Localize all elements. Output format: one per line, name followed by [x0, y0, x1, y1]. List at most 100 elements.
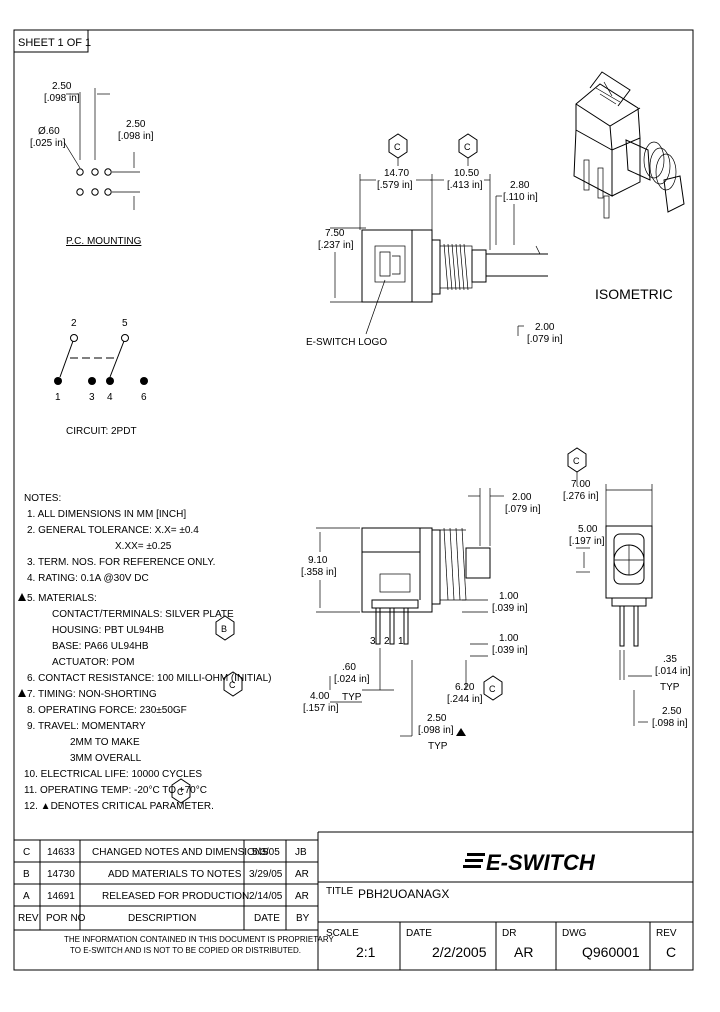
circuit-pin-label: 1	[55, 392, 61, 403]
rev-cell: B	[23, 869, 30, 880]
side-dim-d: 2.00	[535, 322, 555, 333]
side-dim-h: 7.50	[325, 228, 345, 239]
note-line: 11. OPERATING TEMP: -20°C TO +70°C	[24, 785, 207, 796]
proprietary-note: TO E-SWITCH AND IS NOT TO BE COPIED OR D…	[70, 946, 301, 955]
note-marker: B	[221, 624, 227, 634]
note-line: 10. ELECTRICAL LIFE: 10000 CYCLES	[24, 769, 202, 780]
note-line: 9. TRAVEL: MOMENTARY	[27, 721, 146, 732]
rev-header: BY	[296, 913, 310, 924]
side-dim-c-inch: [.110 in]	[503, 192, 538, 203]
front-dim-h-inch: [.358 in]	[301, 567, 337, 578]
note-line: BASE: PA66 UL94HB	[52, 641, 149, 652]
rev-header: REV	[18, 913, 39, 924]
front-dim-g-inch: [.098 in]	[418, 725, 454, 736]
note-line: 3MM OVERALL	[70, 753, 142, 764]
revision-table: C 14633 CHANGED NOTES AND DIMENSIONS 5/3…	[13, 839, 334, 955]
side-marker: C	[394, 142, 401, 152]
front-dim-h: 9.10	[308, 555, 328, 566]
date-value: 2/2/2005	[432, 944, 487, 960]
notes-heading: NOTES:	[24, 493, 61, 504]
note-line: 1. ALL DIMENSIONS IN MM [INCH]	[27, 509, 186, 520]
pc-hole	[104, 168, 112, 176]
pc-hole	[91, 188, 99, 196]
pc-dim-top-inch: [.098 in]	[44, 93, 80, 104]
note-line: 2MM TO MAKE	[70, 737, 140, 748]
rev-cell: 5/3/05	[252, 847, 280, 858]
dr-value: AR	[514, 944, 533, 960]
note-marker: C	[177, 787, 184, 797]
isometric-view: ISOMETRIC	[573, 71, 685, 302]
title-value: PBH2UOANAGX	[358, 887, 449, 901]
note-line: 7. TIMING: NON-SHORTING	[27, 689, 157, 700]
side-dim-a: 14.70	[384, 168, 409, 179]
rev-cell: A	[23, 891, 30, 902]
scale-label: SCALE	[326, 928, 359, 939]
end-dim-c: .35	[663, 654, 677, 665]
circuit-pin-label: 3	[89, 392, 95, 403]
note-marker: C	[229, 680, 236, 690]
circuit-caption: CIRCUIT: 2PDT	[66, 426, 137, 437]
pc-hole	[104, 188, 112, 196]
rev-cell: JB	[295, 847, 307, 858]
side-dim-h-inch: [.237 in]	[318, 240, 354, 251]
rev-header: POR NO	[46, 913, 86, 924]
side-dim-c: 2.80	[510, 180, 530, 191]
end-view: C 7.00 [.276 in] 5.00 [.197 in] .35 [.01…	[563, 447, 691, 729]
sheet-border	[13, 29, 694, 971]
front-dim-b: 1.00	[499, 591, 519, 602]
rev-cell: CHANGED NOTES AND DIMENSIONS	[92, 847, 269, 858]
pc-dim-right: 2.50	[126, 119, 146, 130]
pc-hole	[76, 188, 84, 196]
pc-mounting-caption: P.C. MOUNTING	[66, 236, 142, 247]
side-marker: C	[464, 142, 471, 152]
dr-label: DR	[502, 928, 516, 939]
pc-dim-hole-inch: [.025 in]	[30, 138, 66, 149]
note-line: 12. ▲DENOTES CRITICAL PARAMETER.	[24, 801, 214, 812]
pc-dim-hole: Ø.60	[38, 126, 60, 137]
side-logo-label: E-SWITCH LOGO	[306, 337, 387, 348]
note-line: 6. CONTACT RESISTANCE: 100 MILLI-OHM (IN…	[27, 673, 272, 684]
side-dim-d-inch: [.079 in]	[527, 334, 563, 345]
scale-value: 2:1	[356, 944, 376, 960]
front-dim-g-typ: TYP	[428, 741, 448, 752]
front-dim-g: 2.50	[427, 713, 447, 724]
pc-dim-top: 2.50	[52, 81, 72, 92]
note-line: HOUSING: PBT UL94HB	[52, 625, 164, 636]
circuit-pin-label: 6	[141, 392, 147, 403]
rev-cell: C	[23, 847, 30, 858]
end-dim-b-inch: [.197 in]	[569, 536, 605, 547]
front-dim-c: 1.00	[499, 633, 519, 644]
rev-label: REV	[656, 928, 677, 939]
front-dim-a-inch: [.079 in]	[505, 504, 541, 515]
title-label: TITLE	[326, 886, 354, 897]
side-dim-b: 10.50	[454, 168, 479, 179]
front-dim-e: 4.00	[310, 691, 330, 702]
front-dim-e-inch: [.157 in]	[303, 703, 339, 714]
rev-cell: 14691	[47, 891, 75, 902]
front-marker: C	[489, 684, 496, 694]
e-switch-logo: E-SWITCH	[463, 850, 596, 875]
pc-dim-right-inch: [.098 in]	[118, 131, 154, 142]
note-line: 2. GENERAL TOLERANCE: X.X= ±0.4	[27, 525, 199, 536]
rev-cell: AR	[295, 869, 309, 880]
end-dim-a-inch: [.276 in]	[563, 491, 599, 502]
title-block: E-SWITCH TITLE PBH2UOANAGX SCALE 2:1 DAT…	[317, 831, 693, 970]
logo-text: E-SWITCH	[486, 850, 596, 875]
note-line: X.XX= ±0.25	[115, 541, 172, 552]
circuit-pin-label: 5	[122, 318, 128, 329]
end-dim-a: 7.00	[571, 479, 591, 490]
rev-header: DATE	[254, 913, 280, 924]
proprietary-note: THE INFORMATION CONTAINED IN THIS DOCUME…	[64, 935, 334, 944]
note-line: 8. OPERATING FORCE: 230±50GF	[27, 705, 187, 716]
dwg-value: Q960001	[582, 944, 640, 960]
front-dim-d: .60	[342, 662, 356, 673]
rev-cell: 14730	[47, 869, 75, 880]
isometric-label: ISOMETRIC	[595, 286, 673, 302]
side-dim-b-inch: [.413 in]	[447, 180, 483, 191]
front-dim-b-inch: [.039 in]	[492, 603, 528, 614]
circuit-view: 2 5 1 3 4 6 CIRCUIT: 2PDT	[54, 318, 148, 437]
circuit-pin-label: 2	[71, 318, 77, 329]
end-dim-d: 2.50	[662, 706, 682, 717]
end-dim-d-inch: [.098 in]	[652, 718, 688, 729]
